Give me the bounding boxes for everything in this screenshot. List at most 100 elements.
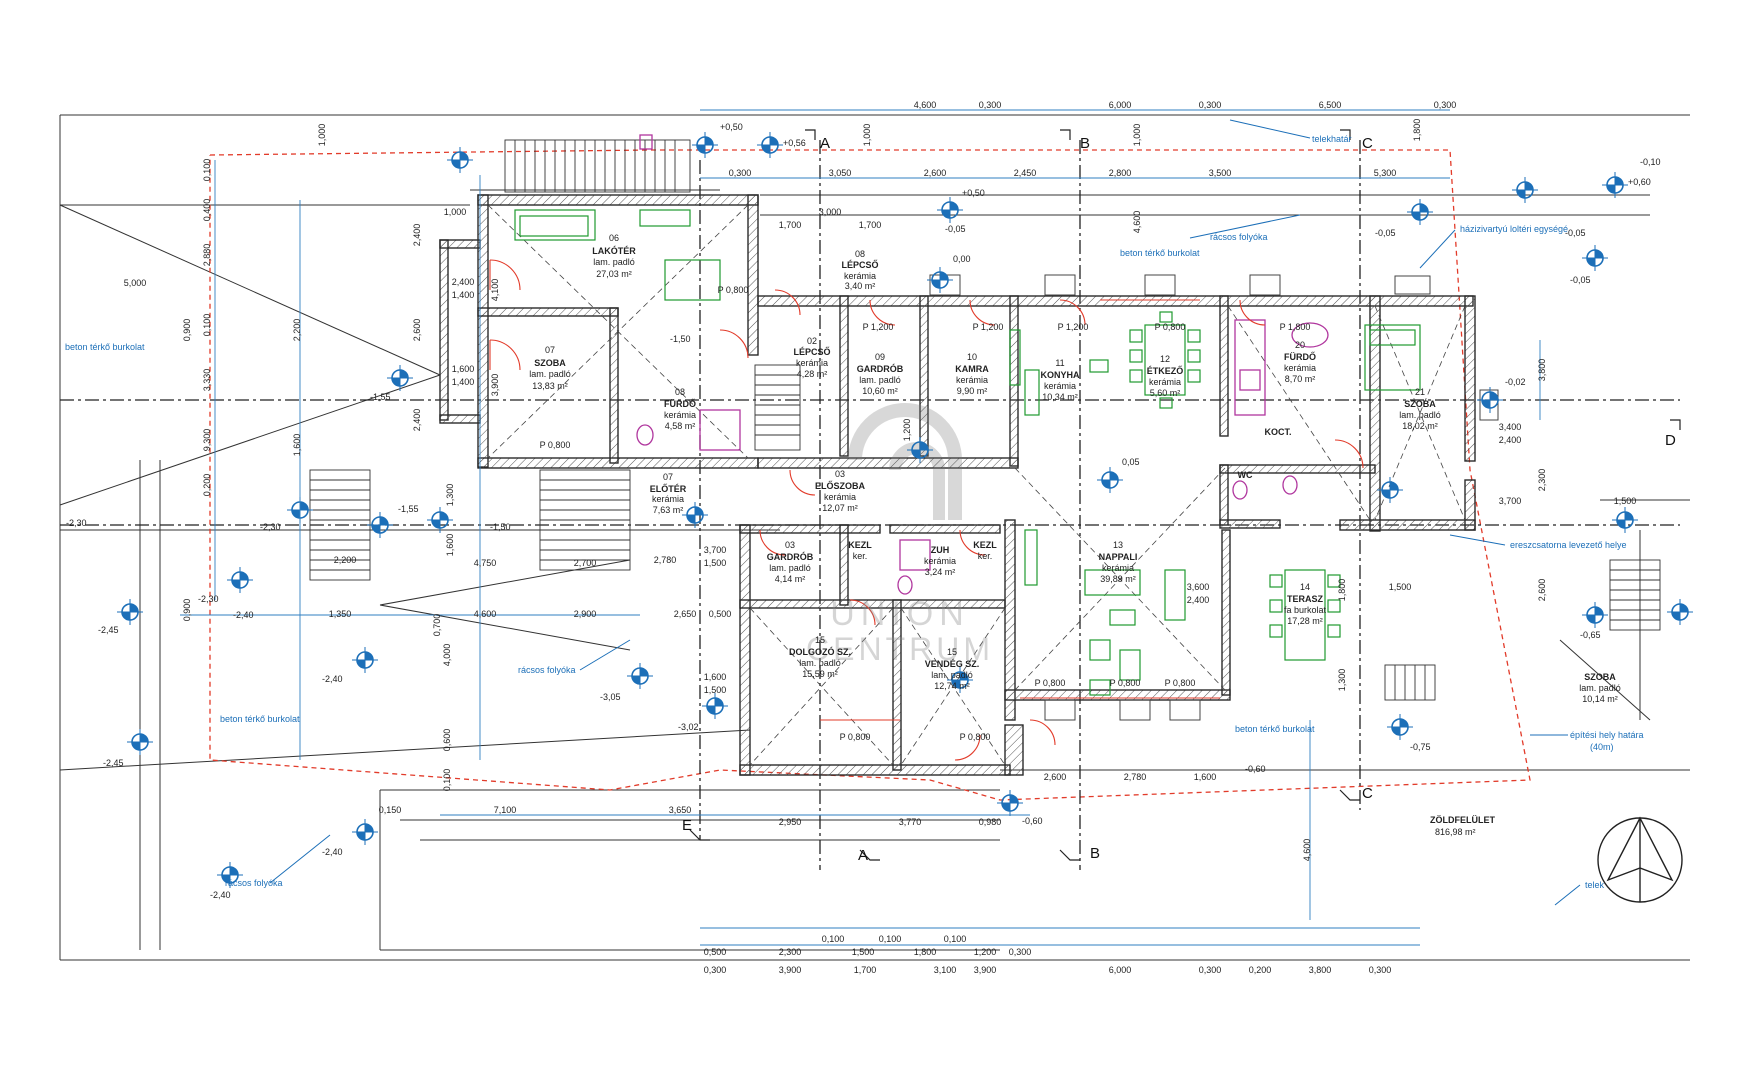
axis-label-A2: A (858, 847, 868, 864)
svg-text:lam. padló: lam. padló (1399, 410, 1441, 420)
label-ker-1: ker. (853, 551, 868, 561)
svg-text:+0,50: +0,50 (720, 122, 743, 132)
svg-text:4,600: 4,600 (1302, 839, 1312, 862)
svg-text:kerámia: kerámia (1284, 363, 1316, 373)
svg-text:1,350: 1,350 (329, 609, 352, 619)
walls (439, 194, 1476, 776)
svg-text:10,14 m²: 10,14 m² (1582, 694, 1618, 704)
svg-text:0,300: 0,300 (1199, 100, 1222, 110)
svg-text:0,200: 0,200 (1249, 965, 1272, 975)
svg-text:0,150: 0,150 (379, 805, 402, 815)
svg-text:lam. padló: lam. padló (769, 563, 811, 573)
svg-text:LÉPCSŐ: LÉPCSŐ (841, 259, 878, 270)
opening-labels: P 0,800 P 0,800 P 1,200 P 1,200 P 1,200 … (540, 285, 1311, 742)
svg-text:13: 13 (1113, 540, 1123, 550)
svg-text:12: 12 (1160, 354, 1170, 364)
svg-text:0,300: 0,300 (1009, 947, 1032, 957)
svg-text:FÜRDŐ: FÜRDŐ (664, 398, 696, 409)
label-koct: KOCT. (1265, 427, 1292, 437)
svg-text:GARDRÓB: GARDRÓB (767, 551, 814, 562)
svg-text:1,700: 1,700 (859, 220, 882, 230)
svg-text:0,200: 0,200 (202, 474, 212, 497)
leader-arrows (269, 119, 1581, 906)
svg-text:3,900: 3,900 (490, 374, 500, 397)
svg-text:1,700: 1,700 (854, 965, 877, 975)
svg-text:1,600: 1,600 (445, 534, 455, 557)
svg-text:1,300: 1,300 (1337, 669, 1347, 692)
svg-text:1,000: 1,000 (862, 124, 872, 147)
svg-text:3,100: 3,100 (934, 965, 957, 975)
svg-text:P 0,800: P 0,800 (1035, 678, 1066, 688)
svg-text:0,100: 0,100 (879, 934, 902, 944)
svg-text:6,000: 6,000 (1109, 965, 1132, 975)
svg-text:3,500: 3,500 (1209, 168, 1232, 178)
svg-text:08: 08 (855, 249, 865, 259)
svg-text:09: 09 (875, 352, 885, 362)
svg-text:3,40 m²: 3,40 m² (845, 281, 876, 291)
svg-text:kerámia: kerámia (1102, 563, 1134, 573)
svg-text:3,700: 3,700 (1499, 496, 1522, 506)
svg-text:1,000: 1,000 (444, 207, 467, 217)
svg-text:0,600: 0,600 (442, 729, 452, 752)
building-limit-line (209, 149, 1531, 801)
svg-text:ELŐTÉR: ELŐTÉR (650, 483, 687, 494)
axis-label-E: E (682, 817, 692, 834)
svg-text:NAPPALI: NAPPALI (1099, 552, 1138, 562)
svg-text:08: 08 (675, 387, 685, 397)
svg-text:3,770: 3,770 (899, 817, 922, 827)
north-arrow-icon (1597, 816, 1683, 903)
annotations: telekhatár rácsos folyóka rácsos folyóka… (65, 134, 1644, 890)
svg-text:1,000: 1,000 (1132, 124, 1142, 147)
svg-text:2,300: 2,300 (779, 947, 802, 957)
svg-text:15,59 m²: 15,59 m² (802, 669, 838, 679)
svg-text:-2,45: -2,45 (103, 758, 124, 768)
svg-text:kerámia: kerámia (844, 271, 876, 281)
svg-text:1,800: 1,800 (914, 947, 937, 957)
svg-text:2,950: 2,950 (779, 817, 802, 827)
axis-label-A: A (820, 135, 830, 152)
svg-text:1,600: 1,600 (704, 672, 727, 682)
svg-text:ZUH: ZUH (931, 545, 950, 555)
svg-text:-2,45: -2,45 (98, 625, 119, 635)
svg-text:kerámia: kerámia (1044, 381, 1076, 391)
svg-text:ÉTKEZŐ: ÉTKEZŐ (1147, 365, 1184, 376)
svg-text:5,60 m²: 5,60 m² (1150, 388, 1181, 398)
svg-text:P 1,200: P 1,200 (973, 322, 1004, 332)
note-epitesi: építési hely határa (1570, 730, 1644, 740)
svg-text:2,780: 2,780 (654, 555, 677, 565)
svg-text:KONYHA: KONYHA (1040, 370, 1080, 380)
room-diagonals (487, 204, 1466, 766)
svg-text:0,300: 0,300 (1199, 965, 1222, 975)
svg-text:8,70 m²: 8,70 m² (1285, 374, 1316, 384)
svg-text:-2,30: -2,30 (66, 518, 87, 528)
svg-text:0,700: 0,700 (432, 614, 442, 637)
svg-text:21: 21 (1415, 387, 1425, 397)
svg-text:1,000: 1,000 (317, 124, 327, 147)
svg-text:TERASZ: TERASZ (1287, 594, 1324, 604)
axis-label-C: C (1362, 135, 1373, 152)
svg-text:0,100: 0,100 (822, 934, 845, 944)
svg-text:1,800: 1,800 (1337, 579, 1347, 602)
svg-text:06: 06 (609, 233, 619, 243)
svg-text:0,300: 0,300 (1434, 100, 1457, 110)
svg-text:2,400: 2,400 (412, 224, 422, 247)
svg-text:3,900: 3,900 (779, 965, 802, 975)
svg-text:lam. padló: lam. padló (1579, 683, 1621, 693)
svg-text:3,050: 3,050 (829, 168, 852, 178)
svg-text:-0,05: -0,05 (1565, 228, 1586, 238)
svg-text:P 1,200: P 1,200 (863, 322, 894, 332)
svg-text:2,900: 2,900 (574, 609, 597, 619)
svg-text:2,400: 2,400 (412, 409, 422, 432)
svg-text:15: 15 (815, 635, 825, 645)
